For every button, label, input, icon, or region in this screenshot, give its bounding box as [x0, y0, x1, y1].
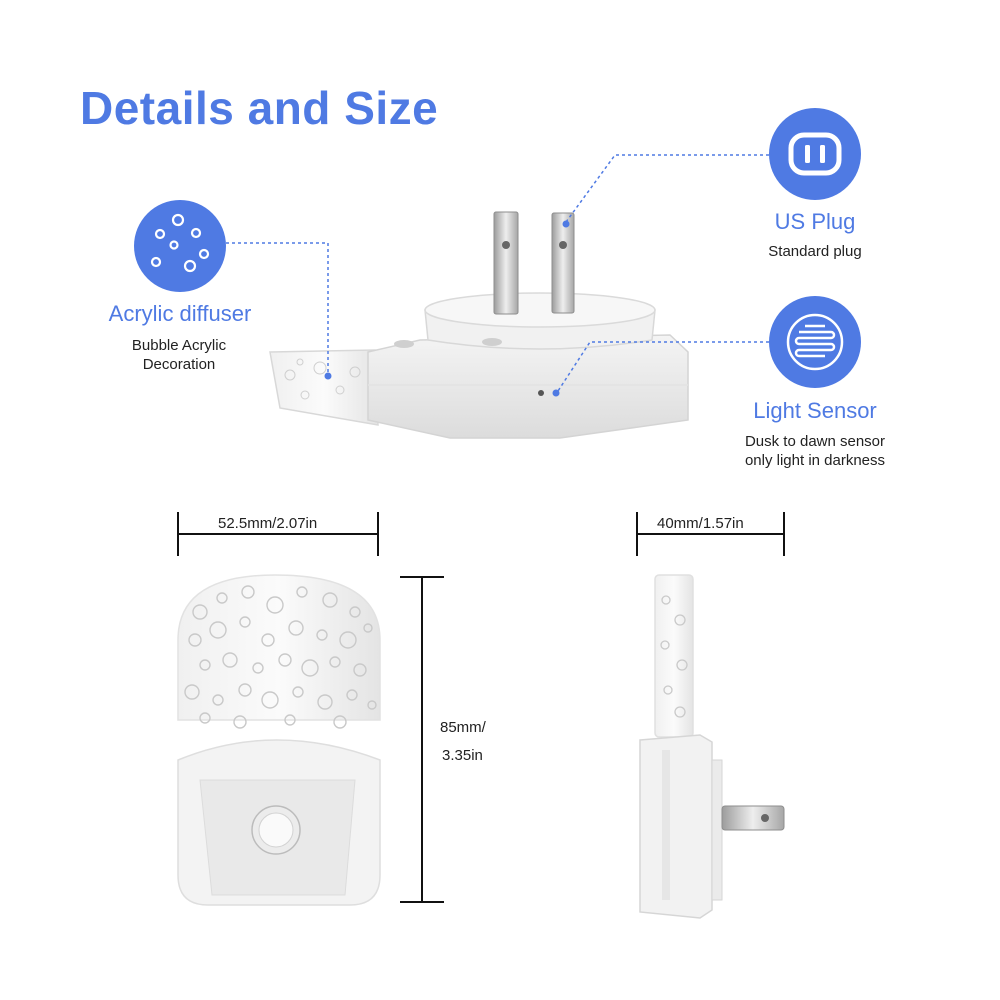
sensor-title: Light Sensor [753, 398, 877, 423]
acrylic-description: Bubble Acrylic Decoration [131, 337, 227, 373]
callout-lines [226, 154, 769, 392]
height-dimension-label-line1: 85mm/ [440, 719, 486, 736]
side-view [639, 574, 785, 919]
sensor-description: Dusk to dawn sensor only light in darkne… [744, 433, 886, 469]
page-title: Details and Size [80, 82, 439, 134]
height-dimension-label-line2: 3.35in [442, 747, 483, 764]
light-sensor-icon [769, 296, 861, 388]
plug-description: Standard plug [768, 243, 862, 260]
width-dimension-label: 52.5mm/2.07in [218, 515, 318, 532]
front-view [177, 574, 381, 906]
us-plug-icon [769, 108, 861, 200]
plug-title: US Plug [774, 209, 856, 234]
depth-dimension-label: 40mm/1.57in [657, 515, 744, 532]
top-product-view [269, 211, 689, 439]
acrylic-title: Acrylic diffuser [108, 301, 252, 326]
bubbles-icon [134, 200, 226, 292]
dimension-lines [177, 512, 785, 903]
